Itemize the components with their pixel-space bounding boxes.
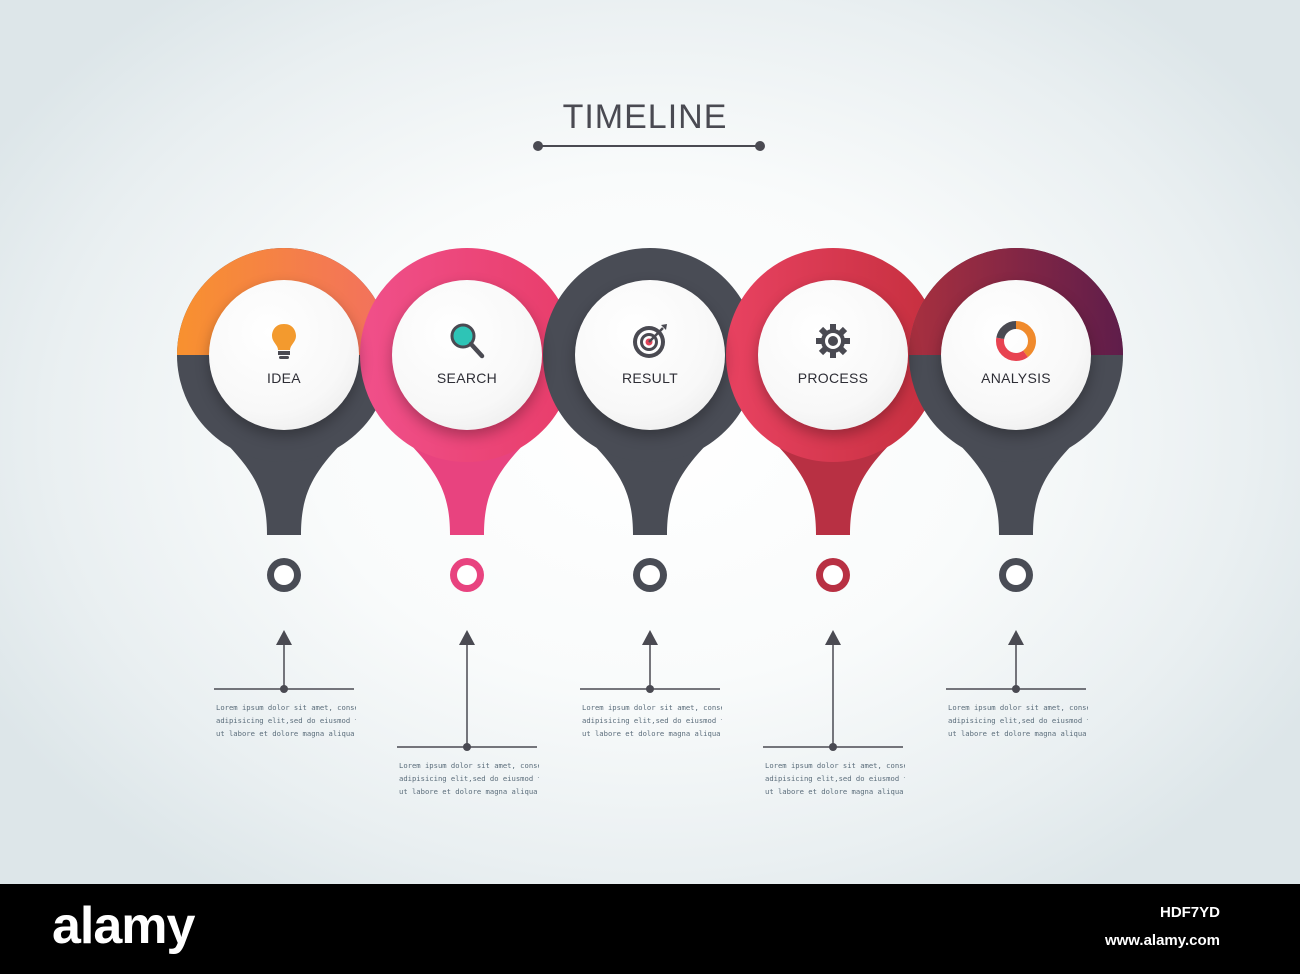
- pointer-node: [829, 743, 837, 751]
- pointer-node: [463, 743, 471, 751]
- timeline-diagram: [177, 248, 1123, 751]
- description-line: Lorem ipsum dolor sit amet, consectetur: [399, 761, 539, 770]
- step-description-idea: Lorem ipsum dolor sit amet, consectetur a…: [216, 701, 356, 740]
- step-label: PROCESS: [797, 370, 869, 386]
- ring-stem: [771, 439, 895, 535]
- step-label: SEARCH: [436, 370, 498, 386]
- step-label: ANALYSIS: [981, 370, 1051, 386]
- gear-icon: [812, 320, 854, 362]
- description-line: ut labore et dolore magna aliqua. Ut eni: [399, 787, 539, 796]
- lightbulb-icon: [263, 320, 305, 362]
- underline-dot-right: [755, 141, 765, 151]
- description-line: ut labore et dolore magna aliqua. Ut eni: [582, 729, 722, 738]
- magnifier-icon: [446, 320, 488, 362]
- pointer-node: [1012, 685, 1020, 693]
- watermark-footer: alamy HDF7YD www.alamy.com: [0, 884, 1300, 974]
- step-description-search: Lorem ipsum dolor sit amet, consectetur a…: [399, 759, 539, 798]
- ring-stem: [222, 439, 346, 535]
- step-label: RESULT: [622, 370, 678, 386]
- stem-end-hole: [457, 565, 477, 585]
- step-description-process: Lorem ipsum dolor sit amet, consectetur a…: [765, 759, 905, 798]
- step-pointer-search: [397, 630, 537, 751]
- description-line: adipisicing elit,sed do eiusmod tempo in: [948, 716, 1088, 725]
- stem-end-hole: [274, 565, 294, 585]
- step-description-analysis: Lorem ipsum dolor sit amet, consectetur a…: [948, 701, 1088, 740]
- step-pointer-process: [763, 630, 903, 751]
- underline-dot-left: [533, 141, 543, 151]
- step-pointer-analysis: [946, 630, 1086, 693]
- description-line: adipisicing elit,sed do eiusmod tempo in: [399, 774, 539, 783]
- stem-end-hole: [823, 565, 843, 585]
- description-line: Lorem ipsum dolor sit amet, consectetur: [948, 703, 1088, 712]
- description-line: Lorem ipsum dolor sit amet, consectetur: [765, 761, 905, 770]
- ring-stem: [405, 439, 529, 535]
- footer-image-id: HDF7YD: [1159, 904, 1220, 921]
- step-card-analysis: ANALYSIS: [941, 280, 1091, 430]
- pointer-arrowhead: [459, 630, 475, 645]
- title-underline: [533, 141, 765, 151]
- description-line: Lorem ipsum dolor sit amet, consectetur: [582, 703, 722, 712]
- footer-url: www.alamy.com: [1104, 932, 1220, 949]
- step-pointer-result: [580, 630, 720, 693]
- description-line: adipisicing elit,sed do eiusmod tempo in: [765, 774, 905, 783]
- pointer-node: [280, 685, 288, 693]
- target-icon: [629, 320, 671, 362]
- stem-end-hole: [640, 565, 660, 585]
- pointer-arrowhead: [1008, 630, 1024, 645]
- footer-brand: alamy: [52, 897, 195, 955]
- description-line: ut labore et dolore magna aliqua. Ut eni: [765, 787, 905, 796]
- description-line: Lorem ipsum dolor sit amet, consectetur: [216, 703, 356, 712]
- step-card-search: SEARCH: [392, 280, 542, 430]
- pointer-arrowhead: [642, 630, 658, 645]
- pointer-node: [646, 685, 654, 693]
- description-line: adipisicing elit,sed do eiusmod tempo in: [582, 716, 722, 725]
- step-label: IDEA: [267, 370, 301, 386]
- step-card-result: RESULT: [575, 280, 725, 430]
- stem-end-hole: [1006, 565, 1026, 585]
- description-line: ut labore et dolore magna aliqua. Ut eni: [216, 729, 356, 738]
- step-pointer-idea: [214, 630, 354, 693]
- pointer-arrowhead: [825, 630, 841, 645]
- page-title: TIMELINE: [562, 98, 728, 136]
- pointer-arrowhead: [276, 630, 292, 645]
- step-card-idea: IDEA: [209, 280, 359, 430]
- step-description-result: Lorem ipsum dolor sit amet, consectetur a…: [582, 701, 722, 740]
- step-card-process: PROCESS: [758, 280, 908, 430]
- ring-stem: [954, 439, 1078, 535]
- description-line: adipisicing elit,sed do eiusmod tempo in: [216, 716, 356, 725]
- donut-chart-icon: [995, 320, 1037, 362]
- description-line: ut labore et dolore magna aliqua. Ut eni: [948, 729, 1088, 738]
- ring-stem: [588, 439, 712, 535]
